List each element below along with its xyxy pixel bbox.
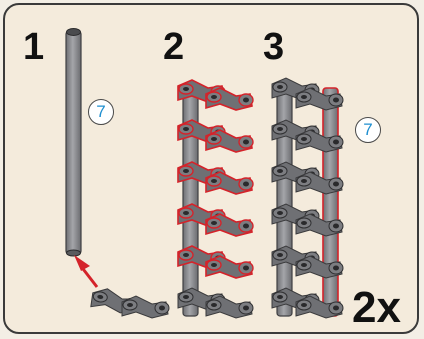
arrow-icon [74,255,97,287]
step-3-assembly [272,78,343,318]
step-3-quantity-badge: 7 [355,117,381,143]
step-2-number: 2 [163,28,184,66]
step-3-number: 3 [263,28,284,66]
step-1-number: 1 [23,28,44,66]
step-2-assembly [178,80,253,318]
axle-part-icon [66,29,81,257]
step-1-quantity-badge: 7 [88,99,114,125]
connector-part-icon [91,287,169,318]
multiplier-label: 2x [352,286,401,330]
